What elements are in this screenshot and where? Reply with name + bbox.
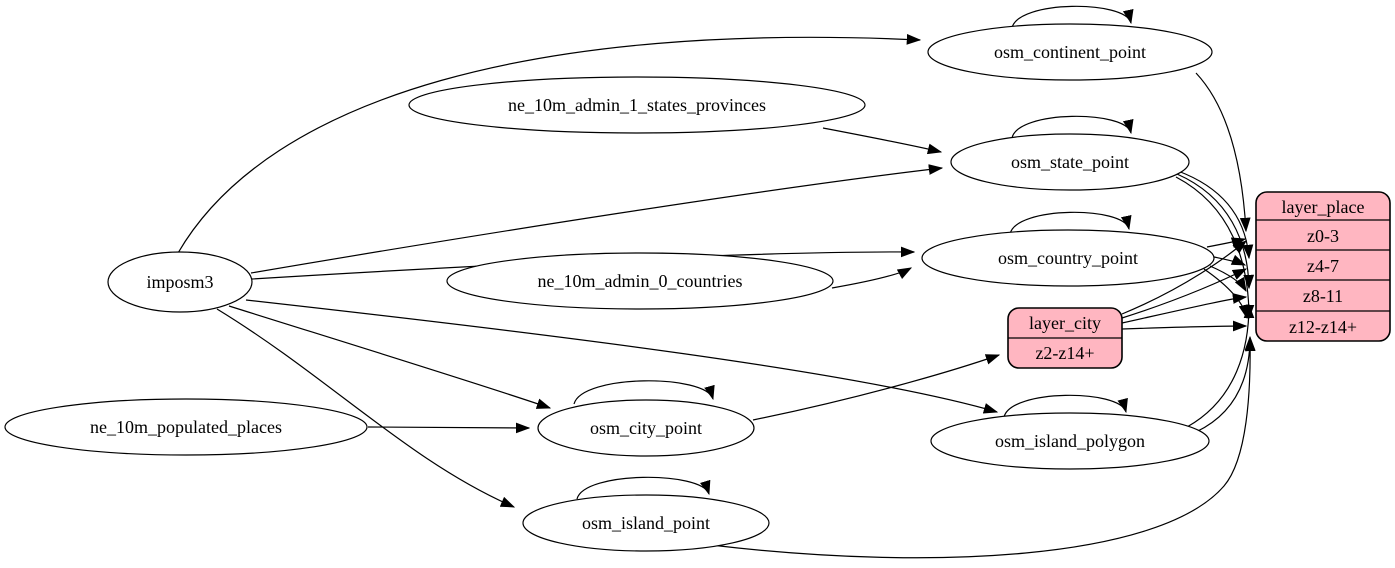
record-layer-place-shape (1255, 191, 1391, 342)
node-ne-admin0: ne_10m_admin_0_countries (446, 252, 834, 310)
edge-imposm3-island-point (216, 308, 516, 508)
edge-imposm3-island-polygon (245, 299, 999, 414)
node-ne-admin1: ne_10m_admin_1_states_provinces (408, 76, 866, 134)
node-continent-label: osm_continent_point (994, 42, 1146, 62)
record-layer-place-title: layer_place (1282, 197, 1365, 217)
record-layer-city-title: layer_city (1029, 313, 1101, 333)
record-layer-place-row-z4-7: z4-7 (1307, 256, 1339, 276)
self-loop-continent (1011, 5, 1134, 29)
node-country-shape (921, 229, 1215, 287)
node-city-shape (537, 399, 755, 457)
self-loop-city (573, 380, 715, 405)
node-ne-populated-shape (4, 398, 368, 456)
record-layer-city: layer_city z2-z14+ (1007, 307, 1123, 369)
record-layer-place: layer_place z0-3 z4-7 z8-11 z12-z14+ (1255, 191, 1391, 342)
node-island-point-label: osm_island_point (582, 513, 710, 533)
self-loop-island-polygon (1003, 394, 1128, 418)
edge-ne-admin0-country (831, 267, 913, 289)
node-state: osm_state_point (950, 133, 1190, 191)
node-city-label: osm_city_point (590, 418, 702, 438)
node-imposm3-shape (107, 251, 253, 313)
node-continent-shape (927, 23, 1213, 81)
self-loop-country (1009, 211, 1132, 235)
edge-layer-city-z12-z14 (1121, 320, 1248, 332)
node-island-polygon-shape (930, 412, 1210, 470)
edge-country-z12-z14 (1203, 268, 1250, 320)
node-continent: osm_continent_point (927, 23, 1213, 81)
edge-country-z4-7 (1213, 254, 1247, 266)
edge-layer-city-z8-11 (1121, 293, 1248, 324)
node-ne-admin0-shape (446, 252, 834, 310)
edge-country-z0-3 (1206, 237, 1247, 248)
node-state-label: osm_state_point (1011, 152, 1129, 172)
edge-island-polygon-z8-11 (1186, 303, 1255, 428)
edge-group (177, 5, 1256, 559)
node-state-shape (950, 133, 1190, 191)
node-imposm3: imposm3 (107, 251, 253, 313)
record-layer-place-row-z8-11: z8-11 (1303, 286, 1343, 306)
edge-city-layer-city (752, 354, 1001, 421)
node-island-point-shape (522, 494, 770, 552)
edge-layer-city-z4-7 (1121, 268, 1248, 319)
edge-ne-populated-city (367, 422, 531, 434)
node-country-label: osm_country_point (998, 248, 1138, 268)
record-layer-place-row-z0-3: z0-3 (1307, 226, 1339, 246)
edge-imposm3-state (250, 164, 944, 274)
node-ne-populated: ne_10m_populated_places (4, 398, 368, 456)
node-ne-admin1-label: ne_10m_admin_1_states_provinces (508, 95, 766, 115)
record-layer-city-row-z2-z14: z2-z14+ (1035, 343, 1094, 363)
node-ne-populated-label: ne_10m_populated_places (90, 417, 282, 437)
edge-state-z8-11 (1176, 173, 1255, 290)
edge-imposm3-city (228, 305, 552, 409)
edge-continent-z0-3 (1195, 72, 1251, 233)
node-island-polygon-label: osm_island_polygon (995, 431, 1145, 451)
node-country: osm_country_point (921, 229, 1215, 287)
edge-island-point-z12-z14 (710, 336, 1256, 559)
edge-ne-admin1-state (822, 127, 943, 155)
node-ne-admin0-label: ne_10m_admin_0_countries (538, 271, 743, 291)
node-ne-admin1-shape (408, 76, 866, 134)
edge-island-polygon-z12-z14 (1195, 335, 1256, 433)
node-island-polygon: osm_island_polygon (930, 412, 1210, 470)
node-city: osm_city_point (537, 399, 755, 457)
node-imposm3-label: imposm3 (146, 272, 213, 292)
edge-state-z12-z14 (1175, 176, 1255, 320)
edge-state-z4-7 (1177, 170, 1254, 260)
edge-country-z8-11 (1209, 265, 1247, 293)
node-island-point: osm_island_point (522, 494, 770, 552)
self-loop-island-point (576, 476, 711, 500)
self-loop-state (1011, 115, 1134, 139)
edge-imposm3-continent (177, 33, 922, 254)
record-layer-place-row-z12-z14: z12-z14+ (1289, 317, 1357, 337)
